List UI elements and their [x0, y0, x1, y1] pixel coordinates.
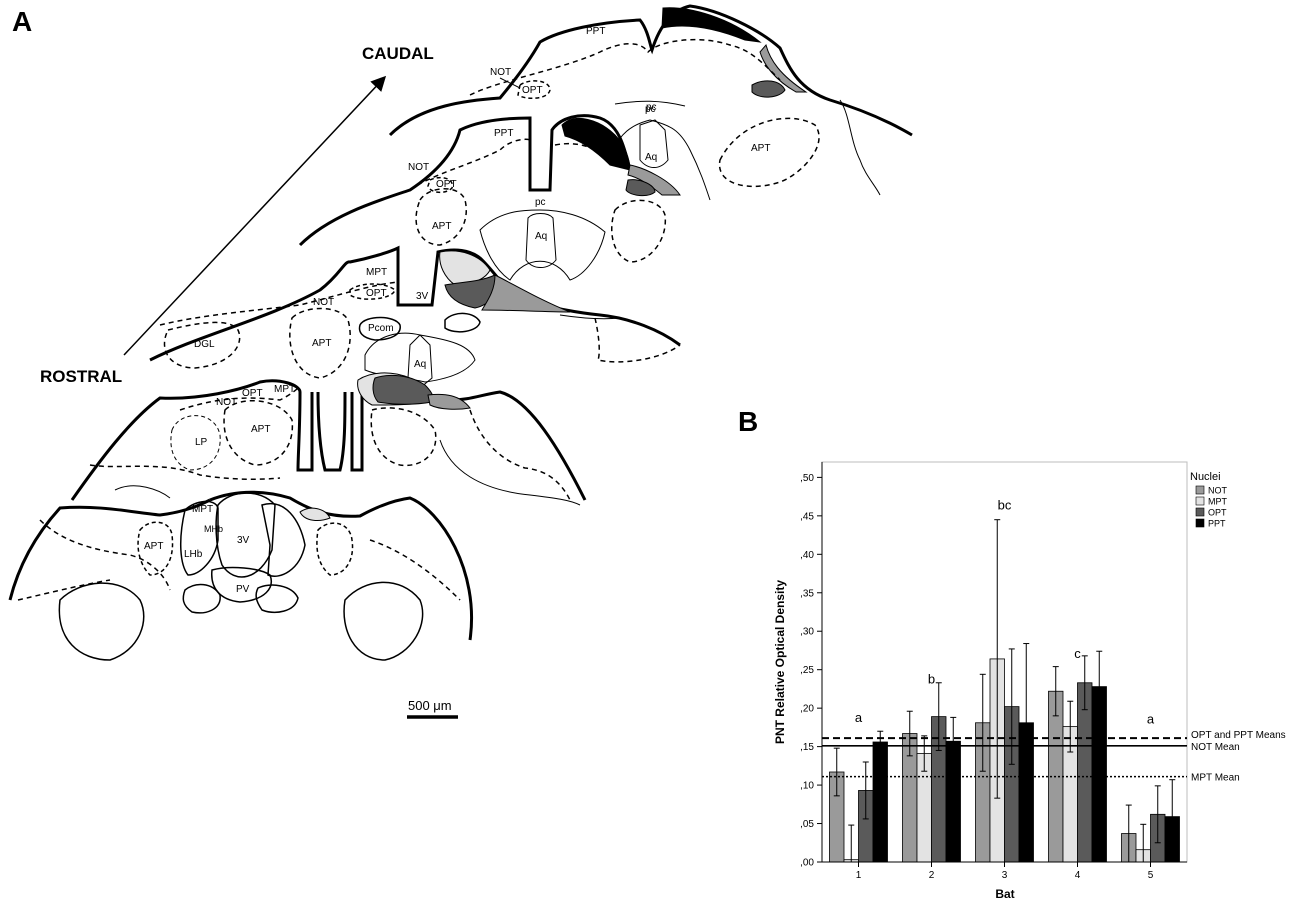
label-lhb-s5: LHb — [184, 549, 203, 560]
label-mhb-s5: MHb — [204, 524, 223, 534]
annotation-a: a — [855, 710, 863, 725]
label-pc-s2b: pc — [535, 197, 546, 208]
label-apt-s2: APT — [432, 221, 451, 232]
y-tick-label: ,50 — [800, 473, 814, 484]
label-ppt-s2: PPT — [494, 128, 513, 139]
label-ppt-s1: PPT — [586, 26, 605, 37]
label-opt-s2: OPT — [436, 179, 457, 190]
y-axis-title: PNT Relative Optical Density — [773, 580, 787, 744]
label-mpt-s4: MPT — [274, 384, 295, 395]
caudal-label: CAUDAL — [362, 44, 434, 63]
label-apt-s5: APT — [144, 541, 163, 552]
x-tick-label: 2 — [929, 870, 935, 881]
bar-chart: ,00 ,05 ,10 ,15 ,20 ,25 ,30 ,35 ,40 ,45 ,50 1 2 3 4 5 a b… — [773, 461, 1286, 901]
y-tick-label: ,15 — [800, 742, 814, 753]
y-tick-label: ,30 — [800, 627, 814, 638]
label-not-s3: NOT — [313, 297, 334, 308]
label-not-s2: NOT — [408, 162, 429, 173]
rostral-label: ROSTRAL — [40, 367, 123, 386]
y-tick-label: ,20 — [800, 704, 814, 715]
label-aq-s2a: Aq — [645, 152, 657, 163]
section-2 — [298, 114, 820, 281]
legend-swatch-ppt — [1195, 518, 1205, 528]
legend-label-not: NOT — [1208, 486, 1228, 496]
label-dgl-s3: DGL — [194, 339, 215, 350]
label-aq-s3: Aq — [414, 359, 426, 370]
legend-swatch-not — [1195, 485, 1205, 495]
annotation-b: b — [928, 672, 935, 687]
label-3v-s3: 3V — [416, 291, 429, 302]
legend-label-opt: OPT — [1208, 508, 1227, 518]
label-3v-s5: 3V — [237, 535, 250, 546]
label-not-s1: NOT — [490, 67, 511, 78]
label-apt-s2b: APT — [751, 143, 770, 154]
section-3 — [149, 245, 681, 389]
y-tick-label: ,45 — [800, 511, 814, 522]
reference-line-label: NOT Mean — [1191, 742, 1240, 753]
label-lp-s4: LP — [195, 437, 208, 448]
y-tick-label: ,25 — [800, 665, 814, 676]
label-not-s4: NOT — [216, 397, 237, 408]
y-tick-label: ,00 — [800, 858, 814, 869]
label-pc-s1: pc — [645, 104, 656, 115]
label-opt-s4: OPT — [242, 388, 263, 399]
scale-bar-label: 500 μm — [408, 698, 452, 713]
annotation-a: a — [1147, 712, 1155, 727]
y-tick-label: ,40 — [800, 550, 814, 561]
anatomy-illustration: PPT NOT OPT pc PPT NOT OPT APT pc Aq APT… — [8, 4, 913, 719]
y-tick-label: ,05 — [800, 819, 814, 830]
section-5 — [8, 490, 473, 661]
label-pc-s2a: pc — [646, 102, 657, 113]
x-axis-title: Bat — [995, 887, 1014, 901]
label-mpt-s3: MPT — [366, 267, 387, 278]
label-aq-s2b: Aq — [535, 231, 547, 242]
label-apt-s4: APT — [251, 424, 270, 435]
x-tick-label: 5 — [1148, 870, 1154, 881]
section-4 — [70, 372, 587, 506]
label-apt-s3: APT — [312, 338, 331, 349]
legend-swatch-mpt — [1195, 496, 1205, 506]
label-opt-s3: OPT — [366, 288, 387, 299]
y-tick-label: ,10 — [800, 781, 814, 792]
label-mpt-s5: MPT — [192, 504, 213, 515]
panel-a-label: A — [12, 6, 33, 37]
legend-label-ppt: PPT — [1208, 519, 1226, 529]
section-1 — [388, 4, 913, 196]
label-pv-s5: PV — [236, 584, 250, 595]
annotation-c: c — [1074, 646, 1081, 661]
legend-swatch-opt — [1195, 507, 1205, 517]
panel-b-label: B — [738, 406, 759, 437]
legend-title: Nuclei — [1190, 471, 1221, 483]
bar-ppt-bat-1 — [872, 741, 888, 863]
label-opt-s1: OPT — [522, 85, 543, 96]
rostral-caudal-arrow — [123, 75, 387, 356]
x-tick-label: 1 — [856, 870, 862, 881]
reference-line-label: OPT and PPT Means — [1191, 730, 1286, 741]
legend-label-mpt: MPT — [1208, 497, 1228, 507]
x-tick-label: 3 — [1002, 870, 1008, 881]
x-tick-label: 4 — [1075, 870, 1081, 881]
reference-line-label: MPT Mean — [1191, 773, 1240, 784]
label-pcom-s3: Pcom — [368, 323, 394, 334]
annotation-bc: bc — [998, 498, 1012, 513]
y-tick-label: ,35 — [800, 588, 814, 599]
